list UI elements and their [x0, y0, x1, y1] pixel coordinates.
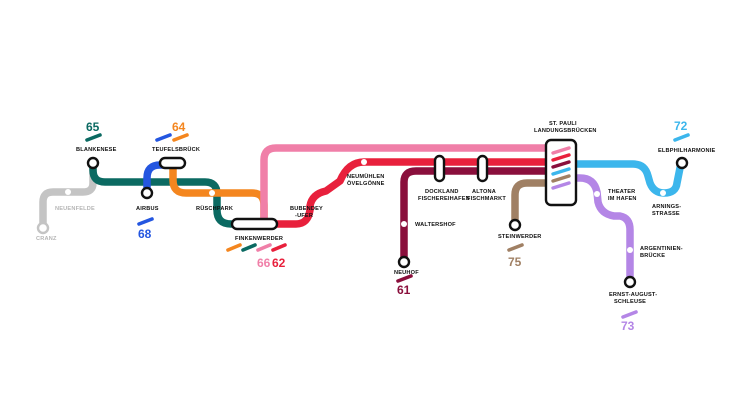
badge-fw-slash-orange	[226, 243, 242, 252]
badge-65-number: 65	[86, 120, 100, 134]
badge-73-slash	[621, 310, 638, 319]
badge-fw-slash-teal	[241, 243, 257, 252]
label-stpauli-2: LANDUNGSBRÜCKEN	[534, 127, 597, 134]
badge-64-slash-a	[155, 133, 172, 142]
label-arnings-2: STRASSE	[652, 211, 680, 217]
label-airbus: AIRBUS	[136, 206, 159, 212]
line-73-route	[561, 174, 634, 286]
stations	[36, 138, 689, 289]
line-61-route	[400, 167, 552, 266]
badge-fw-slash-pink	[256, 243, 272, 252]
station-dockland[interactable]	[433, 154, 446, 183]
label-arnings-1: ARNINGS-	[652, 204, 681, 210]
label-altona-1: ALTONA	[472, 189, 496, 195]
badge-fw-slash-red	[271, 243, 287, 252]
label-dockland-2: FISCHEREIHAFEN	[418, 196, 470, 202]
line-75-route	[511, 179, 556, 229]
badge-65-slash	[85, 133, 102, 142]
badge-62-number: 62	[272, 256, 286, 270]
line-72-route	[561, 159, 685, 197]
label-altona-2: FISCHMARKT	[467, 196, 506, 202]
badge-64-number: 64	[172, 120, 186, 134]
line-badges: 65 64 68 66 62 61 75 73 72	[85, 119, 690, 333]
badge-64-slash-b	[172, 133, 189, 142]
label-ernst-1: ERNST-AUGUST-	[609, 292, 657, 298]
station-teufelsbrueck[interactable]	[158, 156, 187, 170]
label-elbphilharmonie: ELBPHILHARMONIE	[658, 148, 715, 154]
label-waltershof: WALTERSHOF	[415, 222, 456, 228]
badge-68-number: 68	[138, 227, 152, 241]
label-argentinien-1: ARGENTINIEN-	[640, 246, 683, 252]
label-neumuehlen-2: ÖVELGÖNNE	[347, 180, 385, 187]
line-65-route	[89, 162, 257, 228]
station-arningsstrasse[interactable]	[660, 190, 666, 196]
label-rueschpark: RÜSCHPARK	[196, 205, 233, 212]
station-airbus[interactable]	[140, 186, 154, 200]
station-labels: CRANZ NEUENFELDE BLANKENESE TEUFELSBRÜCK…	[36, 121, 715, 305]
badge-72-slash	[673, 133, 690, 142]
line-grey-cranz-route	[39, 162, 97, 232]
station-waltershof[interactable]	[401, 221, 407, 227]
label-dockland-1: DOCKLAND	[425, 189, 459, 195]
line-62-route	[260, 158, 552, 228]
label-argentinien-2: BRÜCKE	[640, 252, 665, 259]
station-argentinienbruecke[interactable]	[627, 247, 633, 253]
label-theater-1: THEATER	[608, 189, 635, 195]
label-theater-2: IM HAFEN	[608, 196, 637, 202]
station-bubendey-ufer[interactable]	[300, 190, 306, 196]
badge-61-number: 61	[397, 283, 411, 297]
label-blankenese: BLANKENESE	[76, 147, 117, 153]
station-ernst-august-schleuse[interactable]	[623, 275, 637, 289]
label-steinwerder: STEINWERDER	[498, 234, 542, 240]
station-neuenfelde[interactable]	[65, 189, 71, 195]
badge-73-number: 73	[621, 319, 635, 333]
station-elbphilharmonie[interactable]	[675, 156, 689, 170]
station-neumuehlen[interactable]	[361, 159, 367, 165]
line-66-route	[260, 144, 552, 228]
stpauli-line-stripes	[551, 146, 571, 190]
label-neuhof: NEUHOF	[394, 270, 419, 276]
label-finkenwerder: FINKENWERDER	[235, 236, 283, 242]
label-stpauli-1: ST. PAULI	[549, 121, 577, 127]
station-steinwerder[interactable]	[508, 218, 522, 232]
label-bubendey-1: BUBENDEY	[290, 206, 323, 212]
label-neumuehlen-1: NEUMÜHLEN	[347, 173, 385, 180]
badge-61-slash	[396, 274, 413, 283]
label-ernst-2: SCHLEUSE	[614, 299, 646, 305]
station-neuhof[interactable]	[397, 255, 411, 269]
label-bubendey-2: -UFER	[295, 213, 313, 219]
badge-75-slash	[507, 243, 524, 252]
station-altona[interactable]	[476, 154, 489, 183]
badge-75-number: 75	[508, 255, 522, 269]
route-lines	[39, 144, 685, 286]
label-teufelsbrueck: TEUFELSBRÜCK	[152, 146, 200, 153]
badge-72-number: 72	[674, 119, 688, 133]
label-neuenfelde: NEUENFELDE	[55, 206, 95, 212]
station-rueschpark[interactable]	[209, 190, 215, 196]
badge-66-number: 66	[257, 256, 271, 270]
station-finkenwerder[interactable]	[230, 217, 279, 231]
badge-68-slash	[137, 217, 154, 226]
station-theater-im-hafen[interactable]	[594, 191, 600, 197]
station-cranz[interactable]	[36, 221, 50, 235]
label-cranz: CRANZ	[36, 236, 57, 242]
station-blankenese[interactable]	[86, 156, 100, 170]
